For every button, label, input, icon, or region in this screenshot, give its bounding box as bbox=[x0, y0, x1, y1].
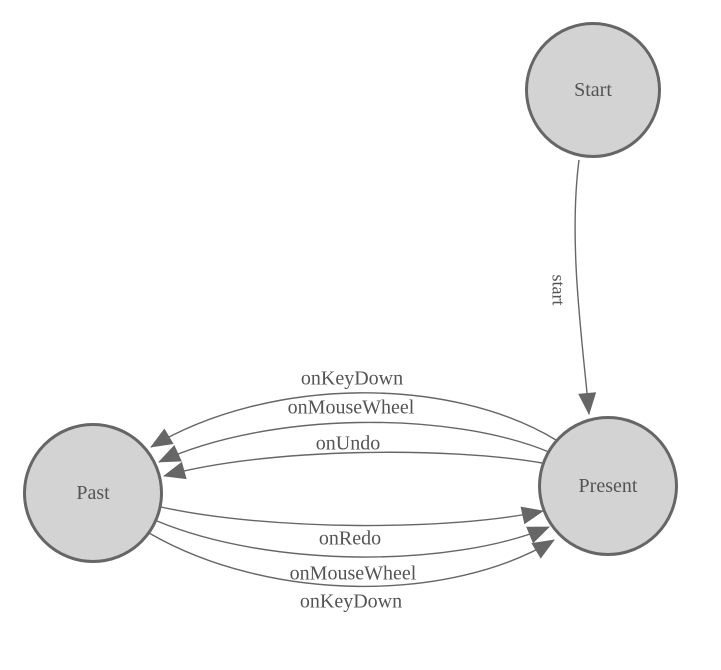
edge-label-onkeydown-to-present: onKeyDown bbox=[299, 590, 403, 613]
edge-present-to-past-onundo bbox=[163, 451, 543, 480]
edge-start-to-present bbox=[574, 159, 597, 415]
edge-label-onkeydown-to-past: onKeyDown bbox=[300, 367, 404, 390]
edge-label-onmousewheel-to-past: onMouseWheel bbox=[287, 396, 415, 419]
node-present-label: Present bbox=[578, 474, 638, 497]
node-start[interactable]: Start bbox=[525, 22, 661, 158]
edge-label-onmousewheel-to-present: onMouseWheel bbox=[289, 562, 417, 585]
node-past-label: Past bbox=[76, 481, 110, 504]
edge-label-onredo: onRedo bbox=[318, 527, 382, 550]
node-present[interactable]: Present bbox=[538, 416, 678, 556]
edge-label-start: start bbox=[548, 274, 569, 306]
node-start-label: Start bbox=[574, 78, 612, 101]
node-past[interactable]: Past bbox=[23, 423, 163, 563]
edge-past-to-present-onredo bbox=[160, 506, 544, 527]
edge-label-onundo: onUndo bbox=[315, 432, 381, 455]
